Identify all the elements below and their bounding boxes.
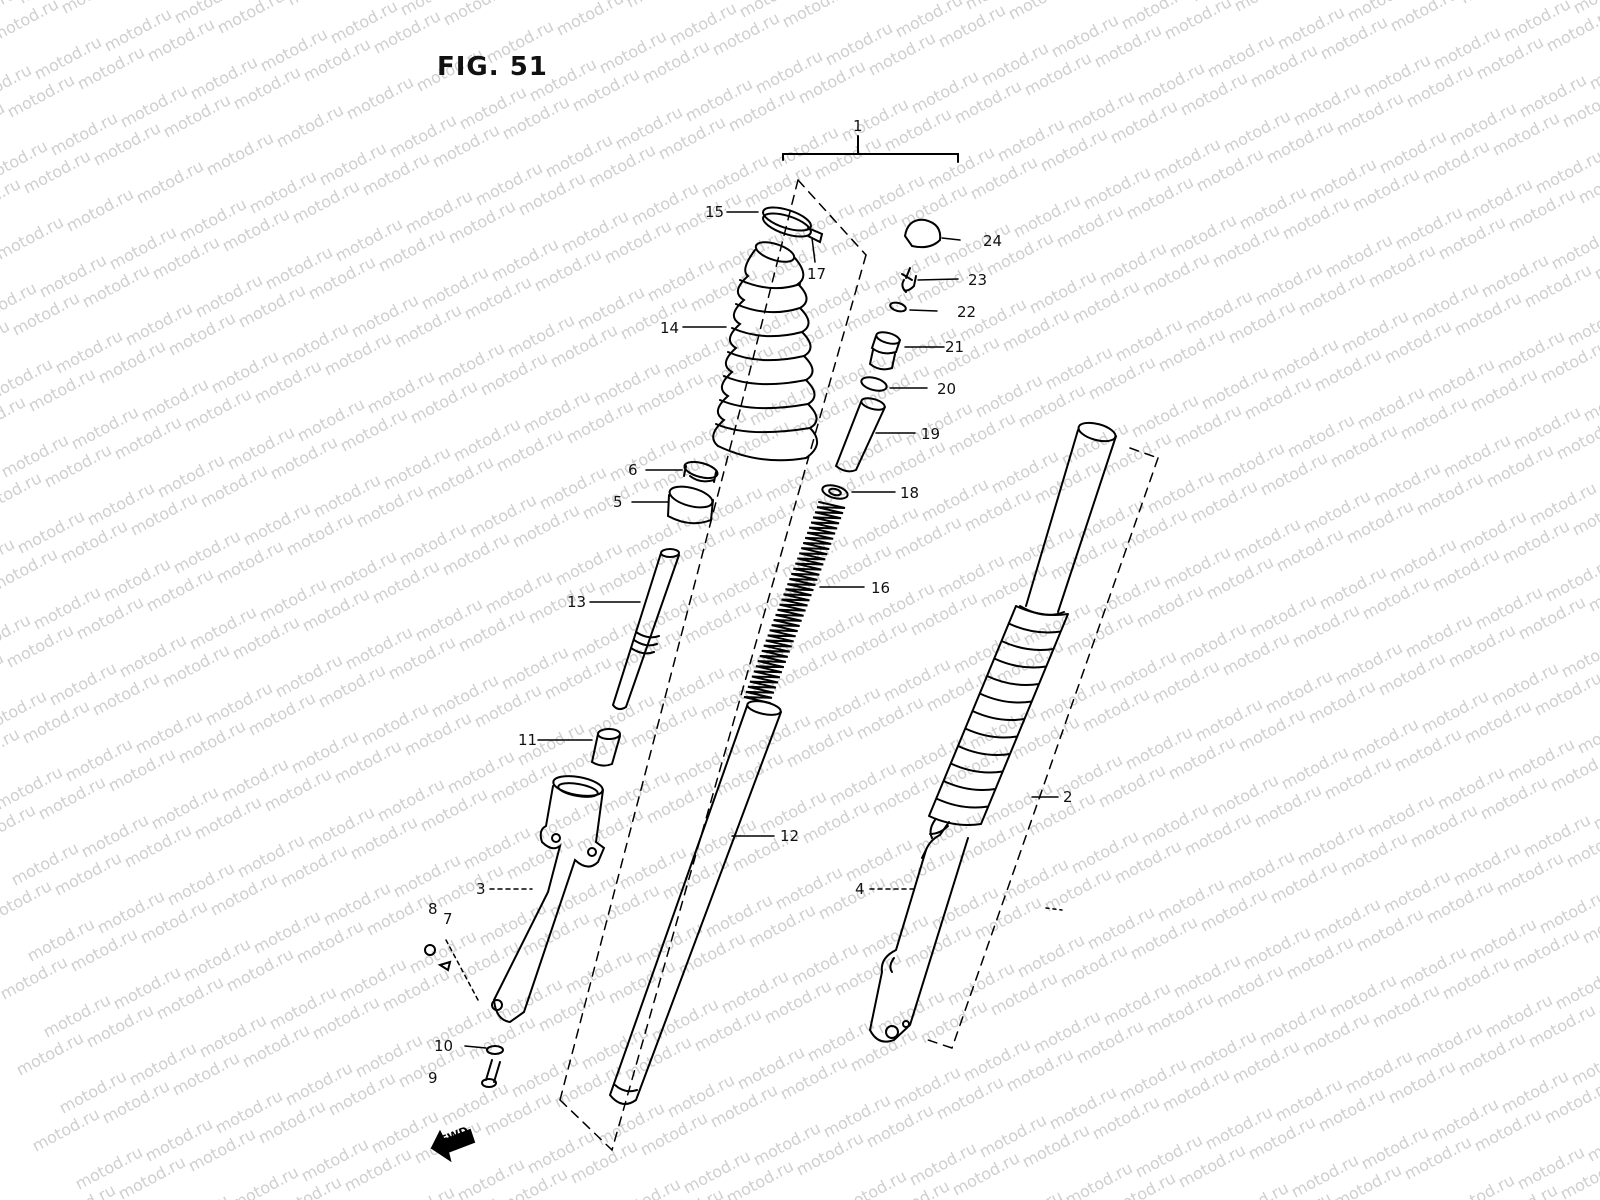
callout-10: 10	[434, 1037, 454, 1055]
part-4-outer-tube-right	[921, 849, 927, 859]
callout-6: 6	[628, 461, 638, 479]
callout-14: 14	[660, 319, 680, 337]
part-14-fork-boot	[712, 241, 818, 462]
callout-4: 4	[855, 880, 865, 898]
callout-19: 19	[921, 425, 941, 443]
callout-2: 2	[1063, 788, 1073, 806]
part-5-collar	[666, 485, 714, 525]
callout-9: 9	[428, 1069, 438, 1087]
callout-17: 17	[807, 265, 827, 283]
callout-16: 16	[871, 579, 891, 597]
assembly-1-bracket	[782, 135, 959, 163]
fwd-arrow-icon	[430, 1128, 476, 1163]
part-18-washer	[821, 484, 849, 500]
callout-15: 15	[705, 203, 725, 221]
part-10-washer	[486, 1045, 504, 1055]
callout-20: 20	[937, 380, 957, 398]
part-19-spacer	[834, 397, 886, 473]
part-3-outer-tube	[491, 775, 606, 1024]
assembly-1-outline	[559, 179, 867, 1151]
callout-23: 23	[968, 271, 988, 289]
leader-lines	[445, 211, 1063, 1049]
part-22-small-o-ring	[889, 301, 907, 313]
callout-12: 12	[780, 827, 800, 845]
part-16-fork-spring	[743, 501, 846, 704]
callout-24: 24	[983, 232, 1003, 250]
part-13-damper-rod	[611, 548, 680, 711]
part-6-nut	[683, 460, 719, 483]
callout-1: 1	[853, 117, 863, 135]
callout-3: 3	[476, 880, 486, 898]
part-24-cap	[903, 218, 942, 249]
part-20-o-ring	[860, 376, 888, 392]
callout-21: 21	[945, 338, 965, 356]
callout-18: 18	[900, 484, 920, 502]
callout-22: 22	[957, 303, 977, 321]
callout-11: 11	[518, 731, 538, 749]
assembly-2-outline	[927, 447, 1159, 1049]
part-23-air-valve	[901, 267, 917, 293]
callout-13: 13	[567, 593, 587, 611]
part-21-cap-bolt	[868, 331, 901, 371]
callout-8: 8	[428, 900, 438, 918]
part-9-bolt	[481, 1059, 501, 1088]
part-7-8-bolts	[424, 944, 452, 972]
part-15-clamp	[762, 206, 824, 244]
part-2-right-fork	[868, 421, 1117, 1043]
figure-title: FIG. 51	[437, 52, 548, 82]
callout-5: 5	[613, 493, 623, 511]
callout-7: 7	[443, 910, 453, 928]
part-11-cylinder	[590, 728, 621, 767]
part-12-inner-tube	[608, 700, 782, 1105]
